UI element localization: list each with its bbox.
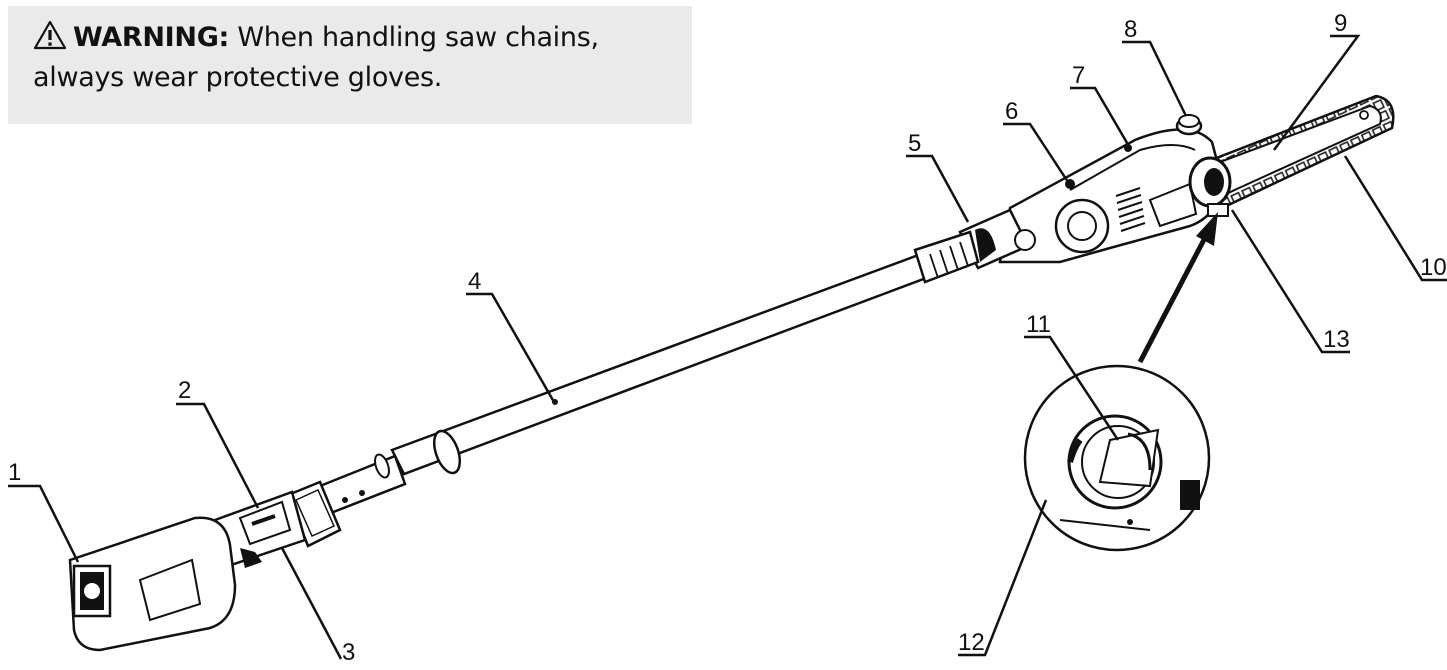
callout-6: 6 (1005, 98, 1018, 125)
callout-2: 2 (178, 377, 191, 404)
telescopic-pole (303, 230, 980, 520)
callout-9: 9 (1334, 10, 1347, 37)
callout-12: 12 (958, 629, 985, 656)
callout-7: 7 (1072, 62, 1085, 89)
warning-heading: WARNING: (73, 22, 230, 53)
callout-13: 13 (1323, 326, 1350, 353)
warning-triangle-icon (33, 20, 67, 50)
callout-5: 5 (908, 130, 921, 157)
detail-inset (1023, 364, 1211, 552)
grip-collar (286, 480, 342, 548)
leader-lines (8, 34, 1447, 660)
detail-arrow (1137, 212, 1218, 364)
callout-4: 4 (468, 268, 481, 295)
callout-1: 1 (8, 459, 21, 486)
warning-text-2: always wear protective gloves. (33, 62, 443, 93)
callout-11: 11 (1026, 311, 1051, 338)
warning-text-1: When handling saw chains, (229, 22, 599, 53)
chain-tension-knob (1188, 156, 1232, 217)
callout-3: 3 (342, 639, 355, 666)
warning-box: WARNING: When handling saw chains, alway… (8, 6, 692, 124)
rear-handle (213, 490, 307, 568)
oil-cap-knob (1175, 114, 1203, 136)
warning-line-1: WARNING: When handling saw chains, (33, 18, 672, 58)
callout-8: 8 (1124, 16, 1137, 43)
battery-compartment (68, 516, 237, 652)
callout-10: 10 (1420, 254, 1447, 281)
